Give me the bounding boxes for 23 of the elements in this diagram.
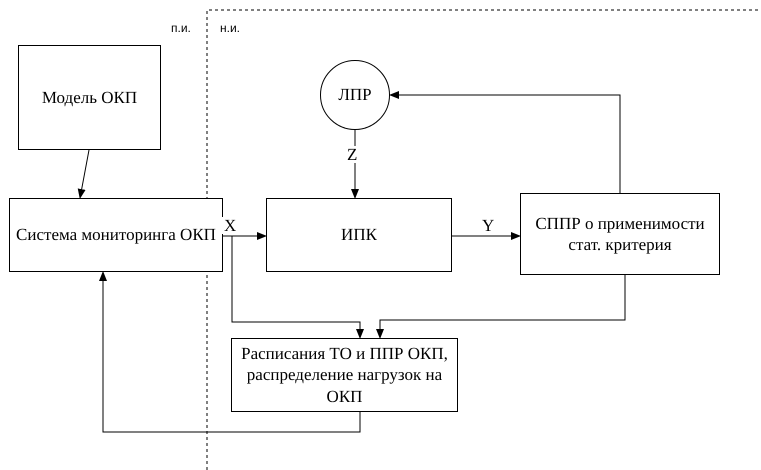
process-box xyxy=(9,198,223,272)
arrow xyxy=(99,271,360,432)
edge-label: Y xyxy=(480,217,496,234)
arrow xyxy=(78,150,90,199)
arrow xyxy=(389,91,620,194)
node-text: Расписания ТО и ППР ОКП, распределение нагрузок на ОКП xyxy=(240,343,449,407)
arrow xyxy=(351,130,359,199)
node-text: ИПК xyxy=(341,224,377,246)
arrow xyxy=(376,274,626,339)
node-text: Система мониторинга ОКП xyxy=(16,224,216,246)
region-label: н.и. xyxy=(220,21,240,35)
edge-label: X xyxy=(222,217,238,234)
region-label: п.и. xyxy=(171,21,191,35)
node-text: СППР о применимости стат. критерия xyxy=(534,212,706,256)
process-box xyxy=(18,45,161,150)
node-text: Модель ОКП xyxy=(42,86,138,108)
edge-label: Z xyxy=(345,146,360,163)
arrow xyxy=(222,236,364,339)
process-box xyxy=(520,193,720,275)
process-box xyxy=(266,198,452,272)
node-text: ЛПР xyxy=(338,84,372,106)
process-box xyxy=(231,338,458,412)
arrow xyxy=(452,232,521,240)
